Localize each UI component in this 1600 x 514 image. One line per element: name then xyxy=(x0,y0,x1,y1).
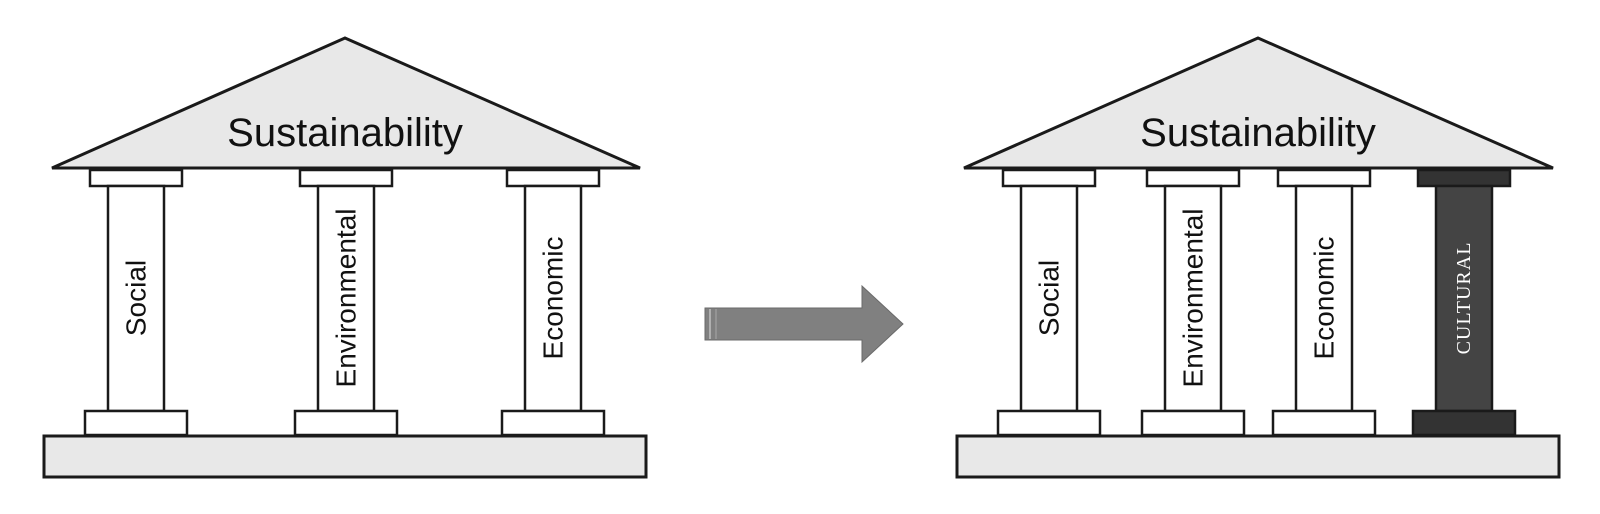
left-temple: Sustainability Social Environmental Econ… xyxy=(42,36,648,479)
left-pillar-economic: Economic xyxy=(500,168,606,437)
pillar-shaft xyxy=(523,184,583,413)
right-pillar-social-label: Social xyxy=(1034,260,1065,336)
right-roof-title: Sustainability xyxy=(1140,111,1376,155)
left-pillar-social: Social xyxy=(83,168,189,437)
right-arrow-icon xyxy=(704,284,904,364)
pillar-base xyxy=(83,409,189,437)
pillar-base xyxy=(996,409,1102,437)
right-pillar-economic: Economic xyxy=(1271,168,1377,437)
left-pillar-economic-label: Economic xyxy=(538,237,569,360)
left-roof xyxy=(51,36,641,170)
pillar-shaft xyxy=(316,184,376,413)
pillar-capital xyxy=(298,168,394,188)
pillar-base xyxy=(1411,409,1517,437)
pillar-capital xyxy=(1276,168,1372,188)
pillar-shaft xyxy=(1434,184,1494,413)
pillar-capital xyxy=(88,168,184,188)
left-foundation xyxy=(42,434,648,479)
left-roof-title: Sustainability xyxy=(227,111,463,155)
pillar-capital xyxy=(505,168,601,188)
right-pillar-environmental: Environmental xyxy=(1140,168,1246,437)
pillar-base xyxy=(293,409,399,437)
pillar-shaft xyxy=(1294,184,1354,413)
right-pillar-economic-label: Economic xyxy=(1309,237,1340,360)
left-pillar-environmental: Environmental xyxy=(293,168,399,437)
pillar-base xyxy=(1140,409,1246,437)
right-pillar-social: Social xyxy=(996,168,1102,437)
right-foundation xyxy=(955,434,1561,479)
right-temple: Sustainability Social Environmental Econ… xyxy=(955,36,1561,479)
pillar-capital xyxy=(1416,168,1512,188)
pillar-capital xyxy=(1145,168,1241,188)
right-pillar-cultural: CULTURAL xyxy=(1411,168,1517,437)
left-pillar-environmental-label: Environmental xyxy=(331,209,362,388)
pillar-shaft xyxy=(1163,184,1223,413)
pillar-base xyxy=(1271,409,1377,437)
right-pillar-environmental-label: Environmental xyxy=(1178,209,1209,388)
left-pillar-social-label: Social xyxy=(121,260,152,336)
right-pillar-cultural-label: CULTURAL xyxy=(1453,242,1475,355)
pillar-base xyxy=(500,409,606,437)
right-roof xyxy=(963,36,1554,170)
pillar-capital xyxy=(1001,168,1097,188)
pillar-shaft xyxy=(106,184,166,413)
